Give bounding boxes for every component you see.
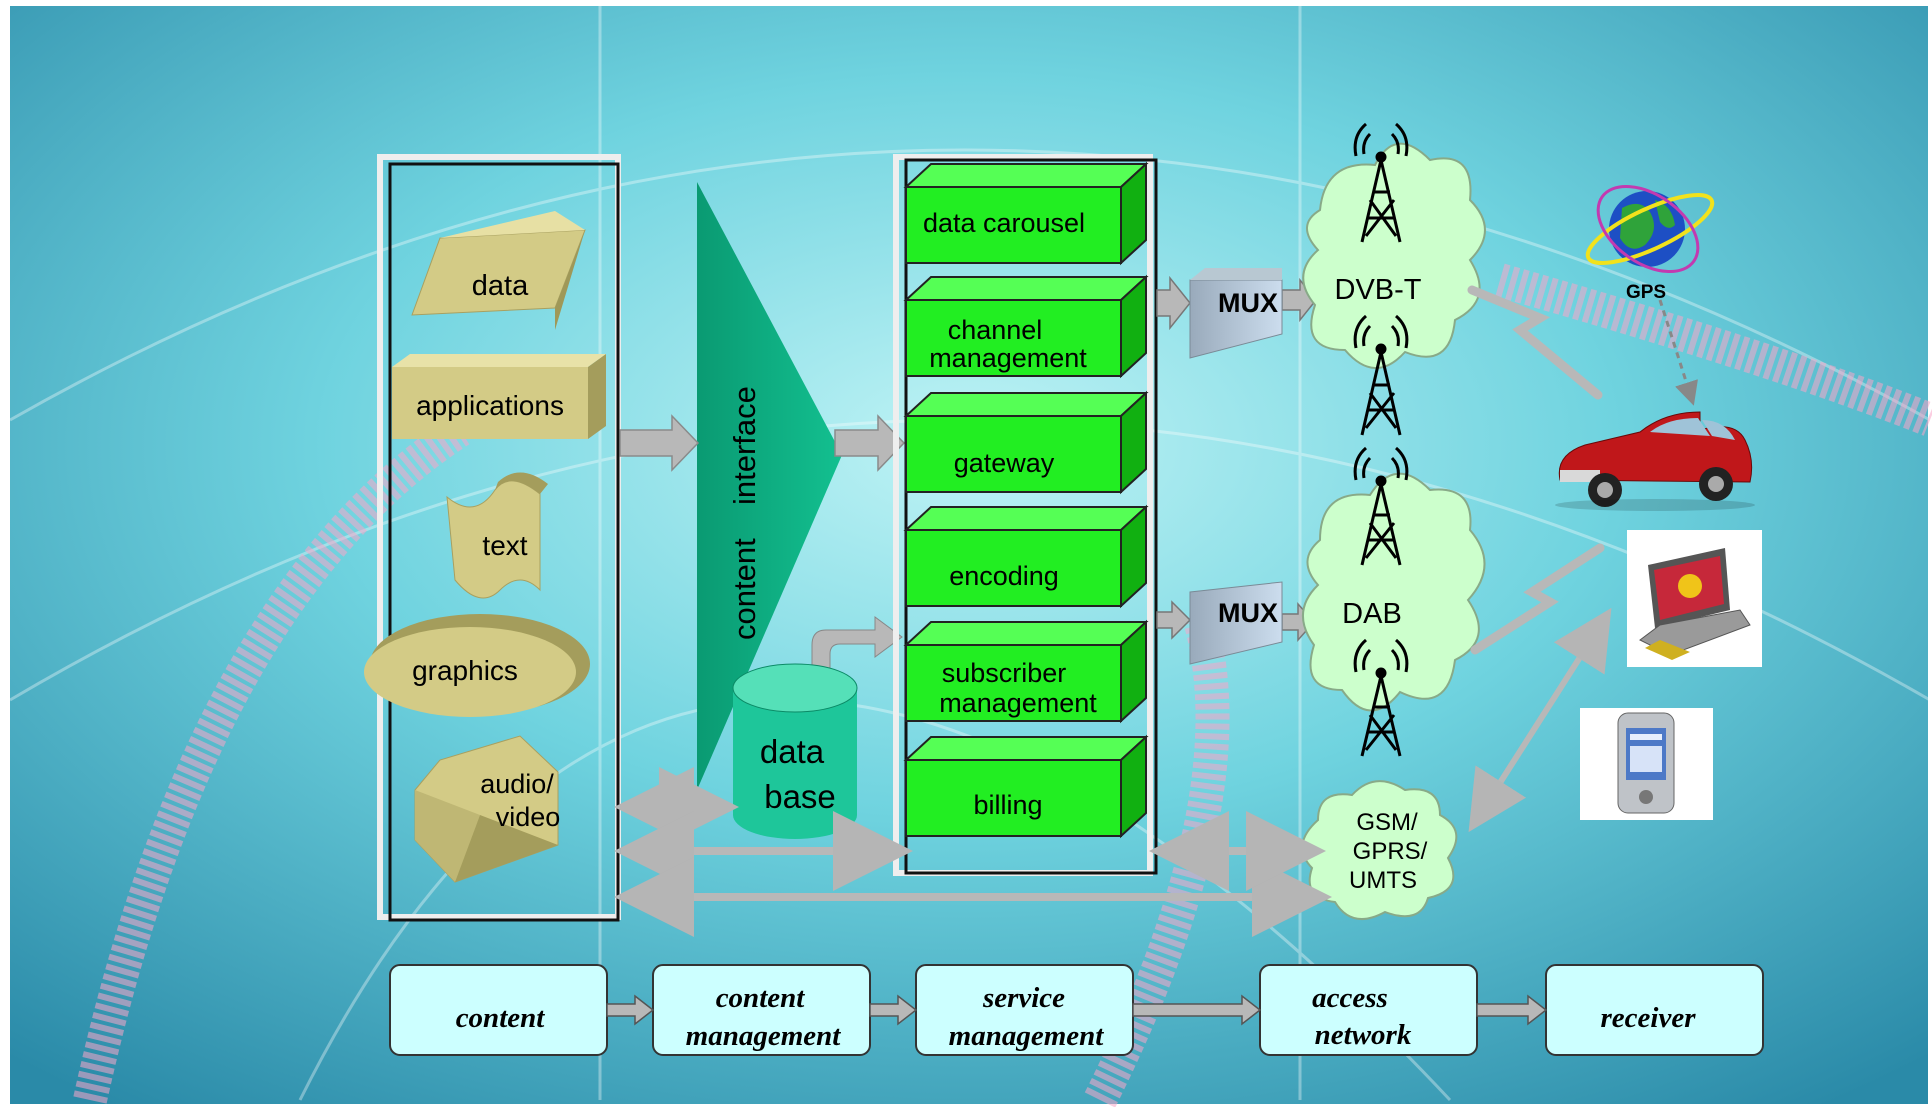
car-icon: [1555, 411, 1755, 511]
dab-label: DAB: [1342, 598, 1402, 630]
audio-video-label-2: video: [496, 802, 561, 832]
tower-dvbt-top-icon: [1353, 122, 1409, 243]
encoding-block: encoding: [903, 504, 1149, 609]
pipeline-service-management-box: service management: [915, 964, 1134, 1056]
channel-management-block: channel management: [903, 274, 1149, 379]
gsm-label-3: UMTS: [1349, 867, 1417, 894]
gsm-label-1: GSM/: [1356, 809, 1418, 836]
pipeline-service-management-label-1: service: [982, 982, 1065, 1014]
database-cylinder: data base: [732, 616, 903, 839]
return-channel-arrows: [614, 767, 1332, 937]
encoding-label: encoding: [949, 561, 1059, 591]
pipeline-arrow-2: [869, 994, 918, 1026]
arrow-to-mux-top: [1156, 275, 1191, 331]
gps-label: GPS: [1626, 282, 1666, 303]
billing-block: billing: [903, 734, 1149, 839]
pipeline-content-label: content: [456, 1002, 546, 1034]
flow-arrows: [619, 414, 906, 472]
content-interface: content interface: [697, 182, 842, 790]
dvbt-label: DVB-T: [1335, 274, 1422, 306]
data-carousel-block: data carousel: [903, 161, 1149, 266]
dvbt-cloud: DVB-T: [1302, 142, 1486, 369]
mux-bottom-label: MUX: [1218, 598, 1278, 628]
mux-top-label: MUX: [1218, 288, 1278, 318]
content-frame: [388, 162, 620, 922]
subscriber-management-label-2: management: [939, 688, 1097, 718]
channel-management-label-1: channel: [948, 315, 1043, 345]
tower-dab-top-icon: [1353, 446, 1409, 566]
laptop-icon: [1627, 530, 1762, 667]
pipeline-content-management-label-1: content: [716, 982, 806, 1014]
audio-video-label-1: audio/: [480, 769, 554, 799]
dab-cloud: DAB: [1301, 472, 1486, 712]
subscriber-management-block: subscriber management: [903, 619, 1149, 724]
database-label-2: base: [764, 778, 836, 815]
pipeline-receiver-label: receiver: [1601, 1002, 1697, 1034]
gps-globe-icon: GPS: [1585, 184, 1715, 303]
mux-bottom: MUX: [1189, 581, 1283, 665]
data-carousel-label: data carousel: [923, 208, 1085, 238]
database-label-1: data: [760, 733, 825, 770]
tower-dvbt-bottom-icon: [1353, 314, 1409, 436]
billing-label: billing: [973, 790, 1042, 820]
audio-video-shape: audio/ video: [414, 735, 561, 883]
pipeline-arrow-4: [1476, 994, 1548, 1026]
binary-ribbon: [73, 263, 1932, 1107]
text-shape: text: [446, 472, 548, 599]
pipeline-receiver-box: receiver: [1545, 964, 1764, 1056]
pipeline-access-network-label-1: access: [1312, 982, 1388, 1014]
gsm-cloud: GSM/ GPRS/ UMTS: [1301, 780, 1458, 921]
pipeline-content-management-label-2: management: [686, 1020, 842, 1052]
gsm-label-2: GPRS/: [1353, 838, 1428, 865]
graphics-label: graphics: [412, 655, 518, 686]
pipeline-arrows: [606, 994, 1548, 1026]
applications-shape: applications: [392, 354, 606, 439]
pipeline-access-network-box: access network: [1259, 964, 1478, 1056]
pipeline-arrow-1: [606, 994, 655, 1026]
pda-icon: [1580, 708, 1713, 820]
link-gsm-to-laptop: [1468, 607, 1612, 833]
gateway-label: gateway: [954, 448, 1055, 478]
mux-top: MUX: [1189, 268, 1283, 359]
antenna-towers: [1353, 122, 1409, 757]
gateway-block: gateway: [903, 390, 1149, 495]
pipeline-service-management-label-2: management: [949, 1020, 1105, 1052]
subscriber-management-label-1: subscriber: [942, 658, 1067, 688]
content-interface-label-2: interface: [727, 386, 762, 505]
pipeline-content-management-box: content management: [652, 964, 871, 1056]
channel-management-label-2: management: [929, 343, 1087, 373]
arrow-interface-to-services: [834, 414, 906, 472]
pipeline-arrow-3: [1132, 994, 1262, 1026]
pipeline: content content management service manag…: [389, 964, 1764, 1056]
data-shape: data: [411, 211, 586, 330]
graphics-shape: graphics: [364, 614, 590, 717]
data-label: data: [472, 270, 529, 302]
arrow-to-mux-bottom: [1156, 600, 1192, 640]
tower-dab-bottom-icon: [1353, 638, 1409, 757]
applications-label: applications: [416, 390, 564, 421]
link-dvbt-to-car: [1467, 285, 1603, 400]
pipeline-content-box: content: [389, 964, 608, 1056]
content-interface-label-1: content: [727, 538, 762, 640]
service-blocks: data carousel channel management gateway…: [903, 161, 1149, 839]
gsm-device-links: [1468, 607, 1612, 833]
pipeline-access-network-label-2: network: [1315, 1019, 1412, 1051]
text-label: text: [482, 530, 527, 561]
arrow-content-to-interface: [619, 414, 700, 472]
